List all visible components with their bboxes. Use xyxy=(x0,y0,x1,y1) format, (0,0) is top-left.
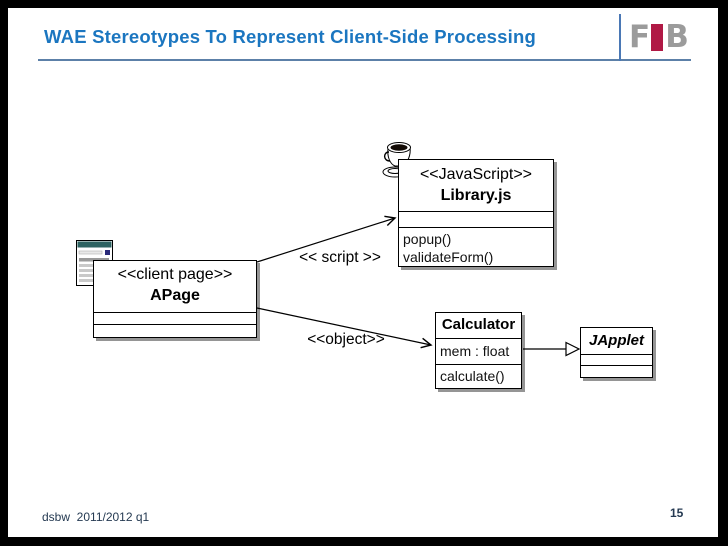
calculator-attributes-compartment: mem : float xyxy=(436,338,521,364)
calculator-attribute: mem : float xyxy=(440,343,510,359)
libraryjs-attributes-compartment xyxy=(399,211,553,227)
japplet-attributes-compartment xyxy=(581,354,652,365)
libraryjs-operation: validateForm() xyxy=(403,249,494,265)
class-box-japplet: JApplet xyxy=(580,327,653,378)
page-title: WAE Stereotypes To Represent Client-Side… xyxy=(44,26,537,47)
apage-operations-compartment xyxy=(94,324,256,337)
object-dependency-label: <<object>> xyxy=(307,331,385,348)
logo-letter-b: B xyxy=(665,19,689,55)
calculator-operations-compartment: calculate() xyxy=(436,364,521,388)
apage-name-compartment: <<client page>> APage xyxy=(94,261,256,312)
japplet-operations-compartment xyxy=(581,365,652,377)
class-box-library-js: <<JavaScript>> Library.js popup() valida… xyxy=(398,159,554,267)
fib-logo: F B xyxy=(629,19,689,55)
apage-stereotype: <<client page>> xyxy=(117,266,233,283)
footer-course-label: dsbw 2011/2012 q1 xyxy=(42,510,150,524)
slide-page-number: 15 xyxy=(670,506,684,520)
script-dependency-label: << script >> xyxy=(299,249,381,266)
libraryjs-stereotype: <<JavaScript>> xyxy=(419,166,533,183)
japplet-name-compartment: JApplet xyxy=(581,328,652,354)
libraryjs-operations-compartment: popup() validateForm() xyxy=(399,227,553,266)
logo-red-i-block xyxy=(651,23,664,51)
class-box-calculator: Calculator mem : float calculate() xyxy=(435,312,522,389)
logo-letter-f: F xyxy=(629,19,650,55)
apage-class-name: APage xyxy=(150,287,200,304)
calculator-operation: calculate() xyxy=(440,368,505,384)
japplet-class-name: JApplet xyxy=(588,332,644,349)
libraryjs-operation: popup() xyxy=(403,231,452,247)
libraryjs-class-name: Library.js xyxy=(440,187,512,204)
title-underline xyxy=(38,59,691,61)
logo-separator-line xyxy=(619,14,621,61)
calculator-class-name: Calculator xyxy=(441,316,516,333)
libraryjs-name-compartment: <<JavaScript>> Library.js xyxy=(399,160,553,211)
calculator-name-compartment: Calculator xyxy=(436,313,521,338)
apage-attributes-compartment xyxy=(94,312,256,324)
class-box-apage: <<client page>> APage xyxy=(93,260,257,338)
